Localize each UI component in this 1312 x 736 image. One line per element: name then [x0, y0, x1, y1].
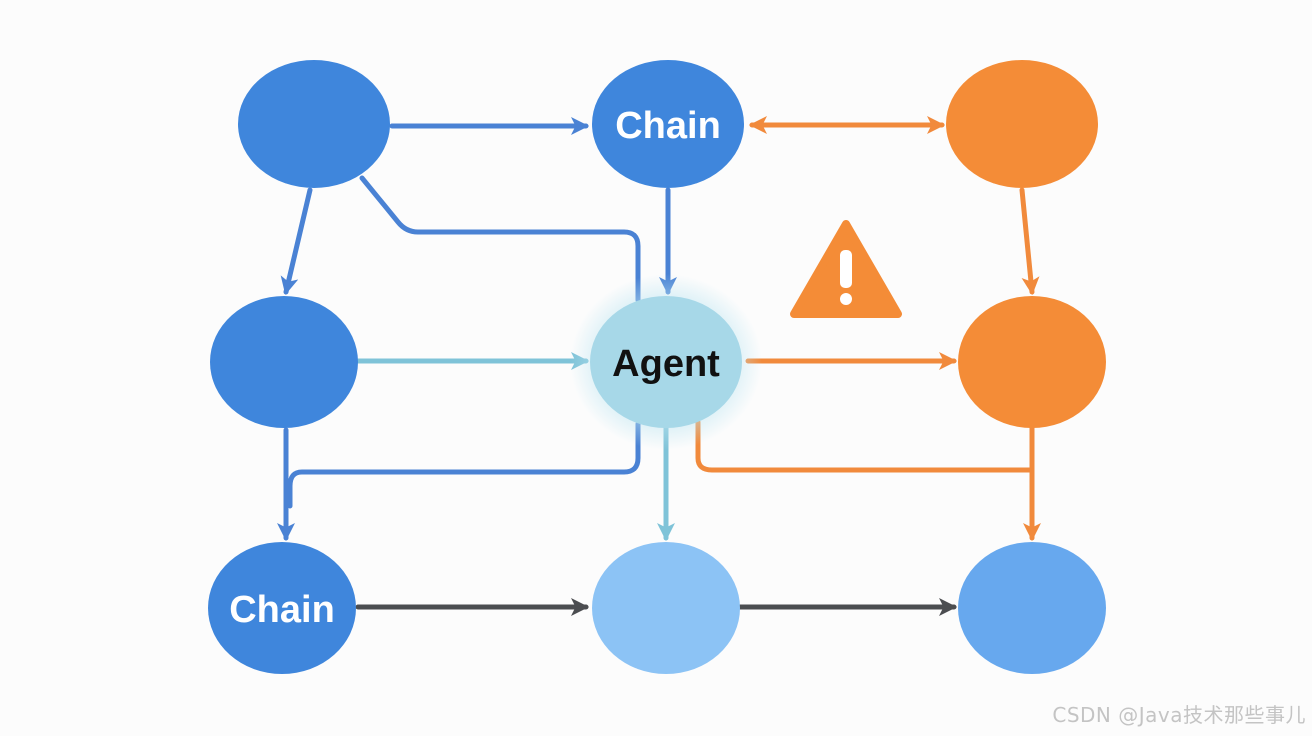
edge-topleft-to-midleft: [280, 187, 313, 295]
node-top-left: [238, 60, 390, 188]
node-top-right: [946, 60, 1098, 188]
edge-topright-to-midright: [1019, 187, 1040, 295]
edge-topleft-to-agent-routed: [359, 175, 641, 303]
node-chain-bottom-label: Chain: [229, 589, 335, 631]
node-bottom-mid: [592, 542, 740, 674]
node-bottom-right: [958, 542, 1106, 674]
node-chain-top: [592, 60, 744, 188]
node-chain-top-label: Chain: [615, 105, 721, 147]
node-agent: [590, 296, 742, 428]
node-mid-right: [958, 296, 1106, 428]
edge-agent-to-bottomright-routed: [695, 419, 1033, 473]
node-mid-left: [210, 296, 358, 428]
warning-triangle-icon: [790, 220, 902, 318]
node-chain-bottom: [208, 542, 356, 674]
node-agent-label: Agent: [612, 343, 720, 385]
edge-agent-to-left-routed: [287, 421, 641, 509]
watermark: CSDN @Java技术那些事儿: [1052, 703, 1306, 727]
